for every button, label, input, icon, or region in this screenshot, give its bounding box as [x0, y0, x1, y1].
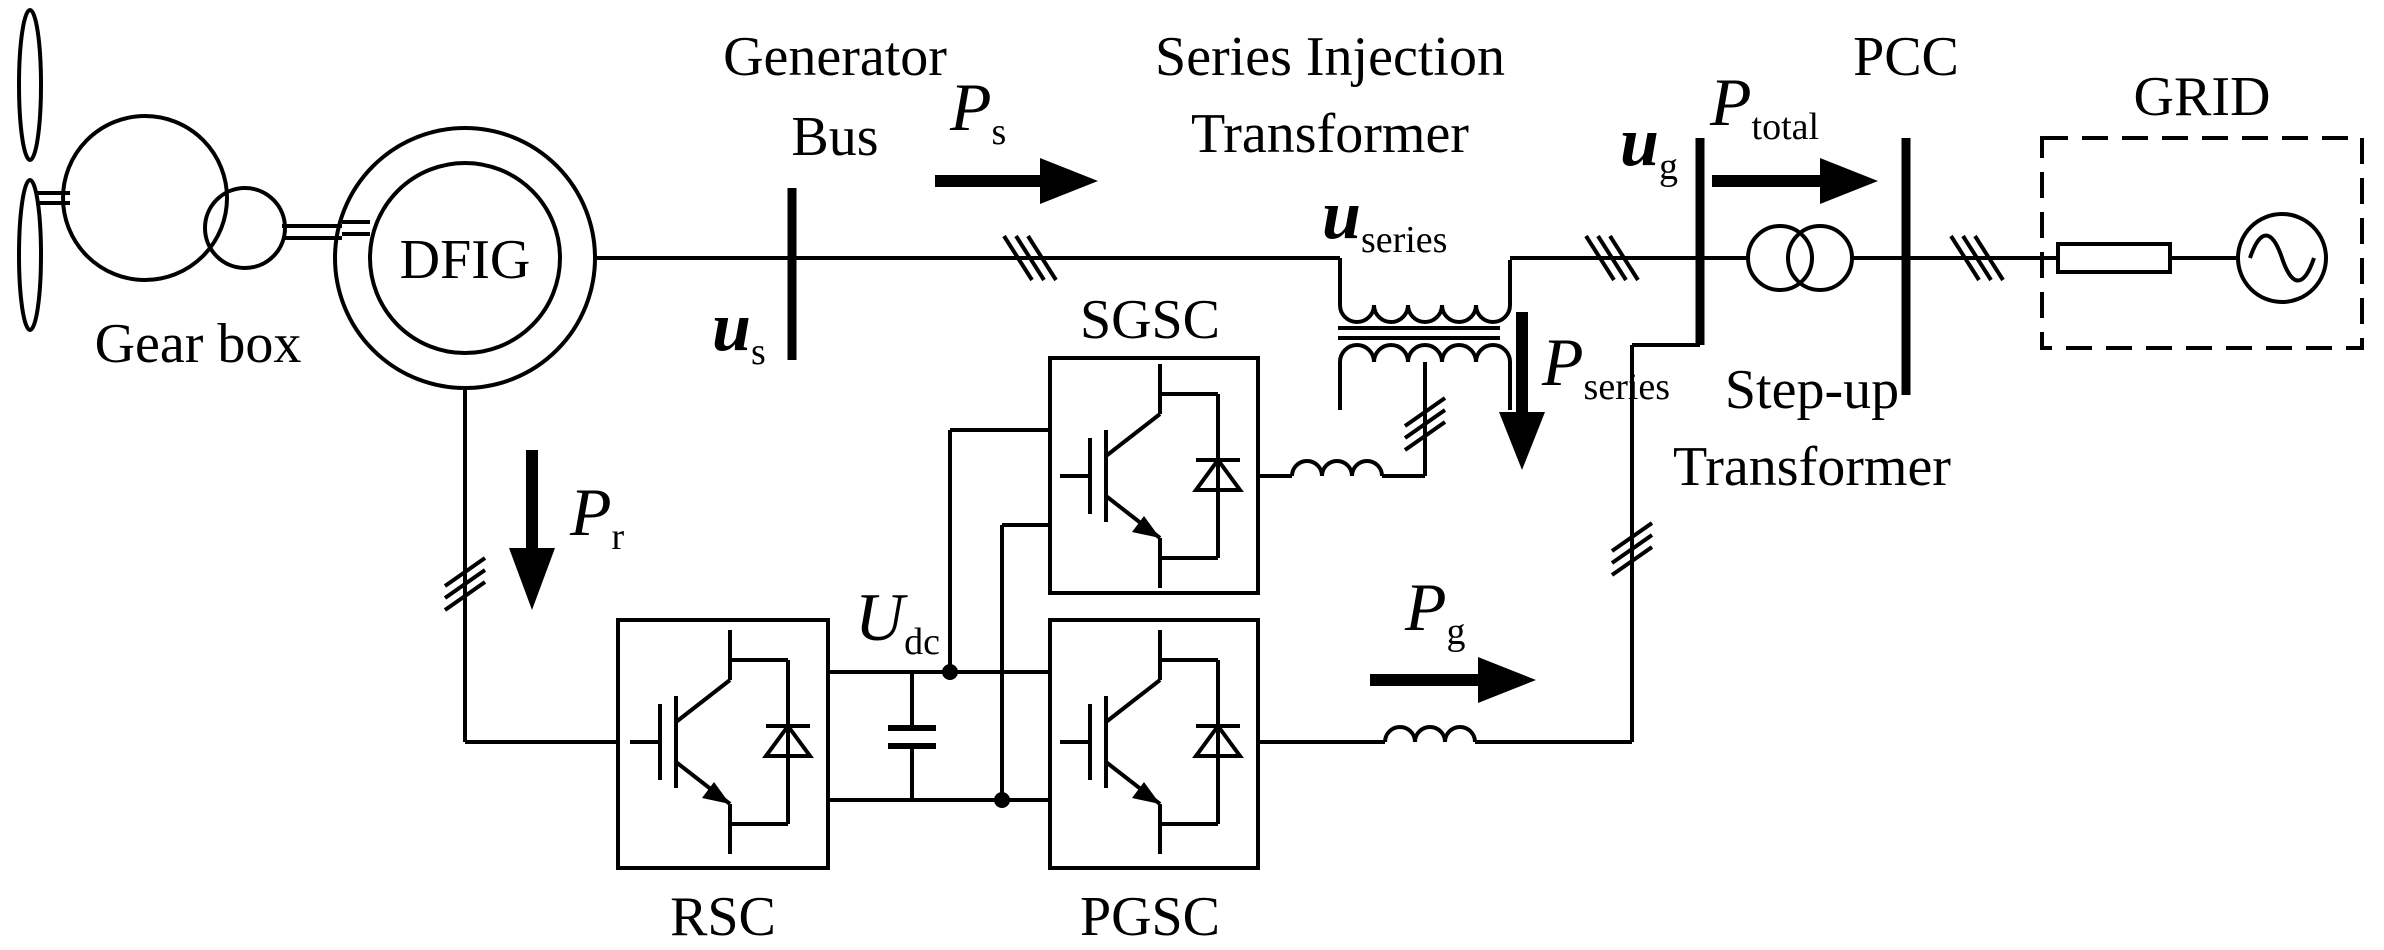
- generator-bus-label-1: Generator: [723, 26, 947, 88]
- pr-arrow-icon: [509, 450, 555, 610]
- stepup-label-2: Transformer: [1673, 436, 1951, 498]
- series-transformer-label-1: Series Injection: [1155, 26, 1505, 88]
- useries-symbol: useries: [1322, 177, 1447, 261]
- pcc-label: PCC: [1853, 26, 1959, 88]
- stepup-label-1: Step-up: [1725, 359, 1899, 421]
- ps-arrow-icon: [935, 158, 1098, 204]
- pr-symbol: Pr: [569, 474, 625, 558]
- ps-symbol: Ps: [949, 69, 1006, 153]
- pgsc-label: PGSC: [1080, 886, 1220, 948]
- stepup-transformer-icon: [1746, 224, 1854, 292]
- sgsc-label: SGSC: [1080, 289, 1220, 351]
- ug-symbol: ug: [1620, 104, 1678, 188]
- rsc-label: RSC: [670, 886, 776, 948]
- pgsc-filter-inductor: [1383, 725, 1477, 743]
- sgsc-filter-inductor: [1290, 459, 1384, 477]
- pg-symbol: Pg: [1404, 569, 1466, 653]
- wind-turbine-icon: [17, 8, 70, 332]
- ac-source-icon: [2236, 212, 2328, 304]
- generator-bus-label-2: Bus: [791, 106, 878, 168]
- pseries-symbol: Pseries: [1541, 324, 1670, 408]
- grid-boundary: [2040, 136, 2364, 350]
- gear-box-icon: [61, 114, 342, 282]
- udc-symbol: Udc: [855, 579, 940, 663]
- pseries-arrow-icon: [1499, 312, 1545, 470]
- pg-arrow-icon: [1370, 657, 1536, 703]
- dfig-label: DFIG: [400, 229, 531, 291]
- ptotal-symbol: Ptotal: [1709, 64, 1819, 148]
- gear-box-label: Gear box: [95, 313, 302, 375]
- grid-label: GRID: [2134, 66, 2271, 128]
- ptotal-arrow-icon: [1712, 158, 1878, 204]
- us-symbol: us: [712, 289, 766, 373]
- series-transformer-label-2: Transformer: [1191, 103, 1469, 165]
- series-transformer-icon: [1338, 258, 1512, 470]
- grid-impedance: [2056, 242, 2172, 274]
